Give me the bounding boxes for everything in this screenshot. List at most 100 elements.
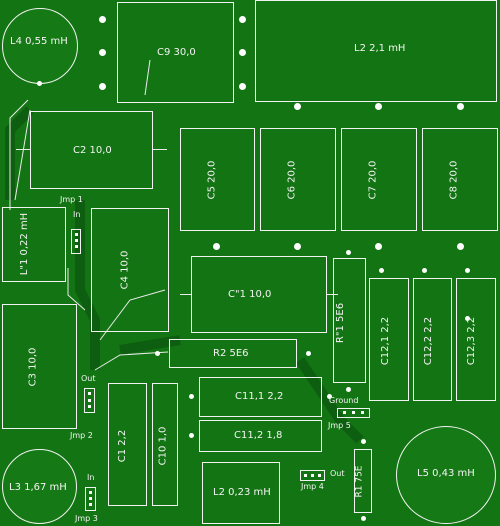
capacitor-c5 [180, 128, 255, 231]
capacitor-c3-label: C3 10,0 [27, 347, 39, 387]
capacitor-c8 [422, 128, 498, 231]
jumper-4[interactable] [300, 470, 325, 481]
pad [155, 351, 160, 356]
jumper-1-label: Jmp 1 [60, 195, 83, 204]
jumper-2[interactable] [84, 388, 95, 413]
inductor-l3-label: L3 1,67 mH [9, 482, 67, 493]
capacitor-c6 [260, 128, 336, 231]
inductor-l5 [396, 426, 496, 524]
pad [99, 16, 106, 23]
capacitor-c1-label: C1 2,2 [117, 429, 129, 463]
capacitor-c12-1 [369, 278, 409, 401]
resistor-r1-prime-label: R"1 5E6 [335, 302, 347, 344]
capacitor-c12-3 [456, 278, 496, 401]
pad [239, 16, 246, 23]
jumper-1[interactable] [71, 229, 81, 254]
jumper-pin [352, 411, 355, 414]
jumper-1-in-label: In [73, 210, 81, 219]
lead [327, 294, 338, 295]
jumper-pin [75, 233, 78, 236]
capacitor-c10-label: C10 1,0 [157, 426, 169, 466]
jumper-pin [75, 239, 78, 242]
jumper-3-in-label: In [87, 473, 95, 482]
pad [239, 49, 246, 56]
jumper-3[interactable] [85, 487, 96, 511]
capacitor-c2 [30, 111, 153, 189]
pad [189, 394, 194, 399]
pad [375, 103, 382, 110]
capacitor-c11-2 [199, 420, 322, 452]
pad [465, 268, 470, 273]
capacitor-c6-label: C6 20,0 [286, 160, 298, 200]
capacitor-c12-3-label: C12,3 2,2 [466, 316, 478, 366]
jumper-pin [318, 474, 321, 477]
jumper-4-out-label: Out [330, 469, 345, 478]
inductor-l2-small-label: L2 0,23 mH [213, 487, 271, 498]
pad [465, 316, 470, 321]
pad [457, 103, 464, 110]
inductor-l1-prime [2, 207, 66, 282]
lead [16, 149, 30, 150]
resistor-r1-label: R1 75E [354, 465, 365, 498]
pad [361, 439, 366, 444]
capacitor-c11-1-label: C11,1 2,2 [235, 391, 284, 402]
pad [37, 81, 42, 86]
jumper-pin [88, 399, 91, 402]
capacitor-c1-prime-label: C"1 10,0 [228, 289, 272, 300]
pad [346, 250, 351, 255]
pad [294, 243, 301, 250]
capacitor-c5-label: C5 20,0 [206, 160, 218, 200]
lead [153, 149, 167, 150]
pad [99, 49, 106, 56]
pad [361, 516, 366, 521]
inductor-l4-label: L4 0,55 mH [10, 36, 68, 47]
capacitor-c7-label: C7 20,0 [367, 160, 379, 200]
jumper-4-label: Jmp 4 [301, 482, 324, 491]
capacitor-c9-label: C9 30,0 [157, 47, 196, 58]
pad [346, 387, 351, 392]
capacitor-c11-1 [199, 377, 322, 417]
inductor-l3 [2, 449, 77, 524]
inductor-l2-large [255, 0, 497, 102]
inductor-l5-label: L5 0,43 mH [417, 468, 475, 479]
jumper-pin [89, 491, 92, 494]
jumper-pin [88, 392, 91, 395]
ground-label: Ground [329, 396, 359, 405]
jumper-ground[interactable] [337, 408, 370, 418]
capacitor-c1 [108, 383, 147, 506]
pad [422, 268, 427, 273]
jumper-pin [88, 405, 91, 408]
jumper-pin [89, 503, 92, 506]
jumper-pin [304, 474, 307, 477]
resistor-r2 [169, 339, 297, 368]
jumper-pin [361, 411, 364, 414]
inductor-l2-large-label: L2 2,1 mH [354, 43, 406, 54]
jumper-2-out-label: Out [81, 374, 96, 383]
capacitor-c4 [91, 208, 169, 332]
pad [327, 394, 332, 399]
jumper-3-label: Jmp 3 [75, 514, 98, 523]
capacitor-c2-label: C2 10,0 [73, 145, 112, 156]
jumper-5-label: Jmp 5 [328, 421, 351, 430]
pad [239, 83, 246, 90]
lead [180, 294, 191, 295]
capacitor-c7 [341, 128, 417, 231]
pad [306, 351, 311, 356]
pad [189, 433, 194, 438]
jumper-pin [75, 245, 78, 248]
resistor-r1 [354, 449, 372, 513]
capacitor-c12-2-label: C12,2 2,2 [423, 316, 435, 366]
capacitor-c1-prime [191, 256, 327, 333]
pad [375, 243, 382, 250]
pad [294, 103, 301, 110]
capacitor-c4-label: C4 10,0 [119, 250, 131, 290]
capacitor-c8-label: C8 20,0 [448, 160, 460, 200]
capacitor-c10 [152, 383, 178, 506]
resistor-r2-label: R2 5E6 [213, 348, 249, 359]
capacitor-c9 [117, 2, 234, 103]
capacitor-c3 [2, 304, 77, 429]
resistor-r1-prime [333, 258, 366, 383]
inductor-l2-small [202, 462, 280, 524]
capacitor-c12-2 [413, 278, 452, 401]
